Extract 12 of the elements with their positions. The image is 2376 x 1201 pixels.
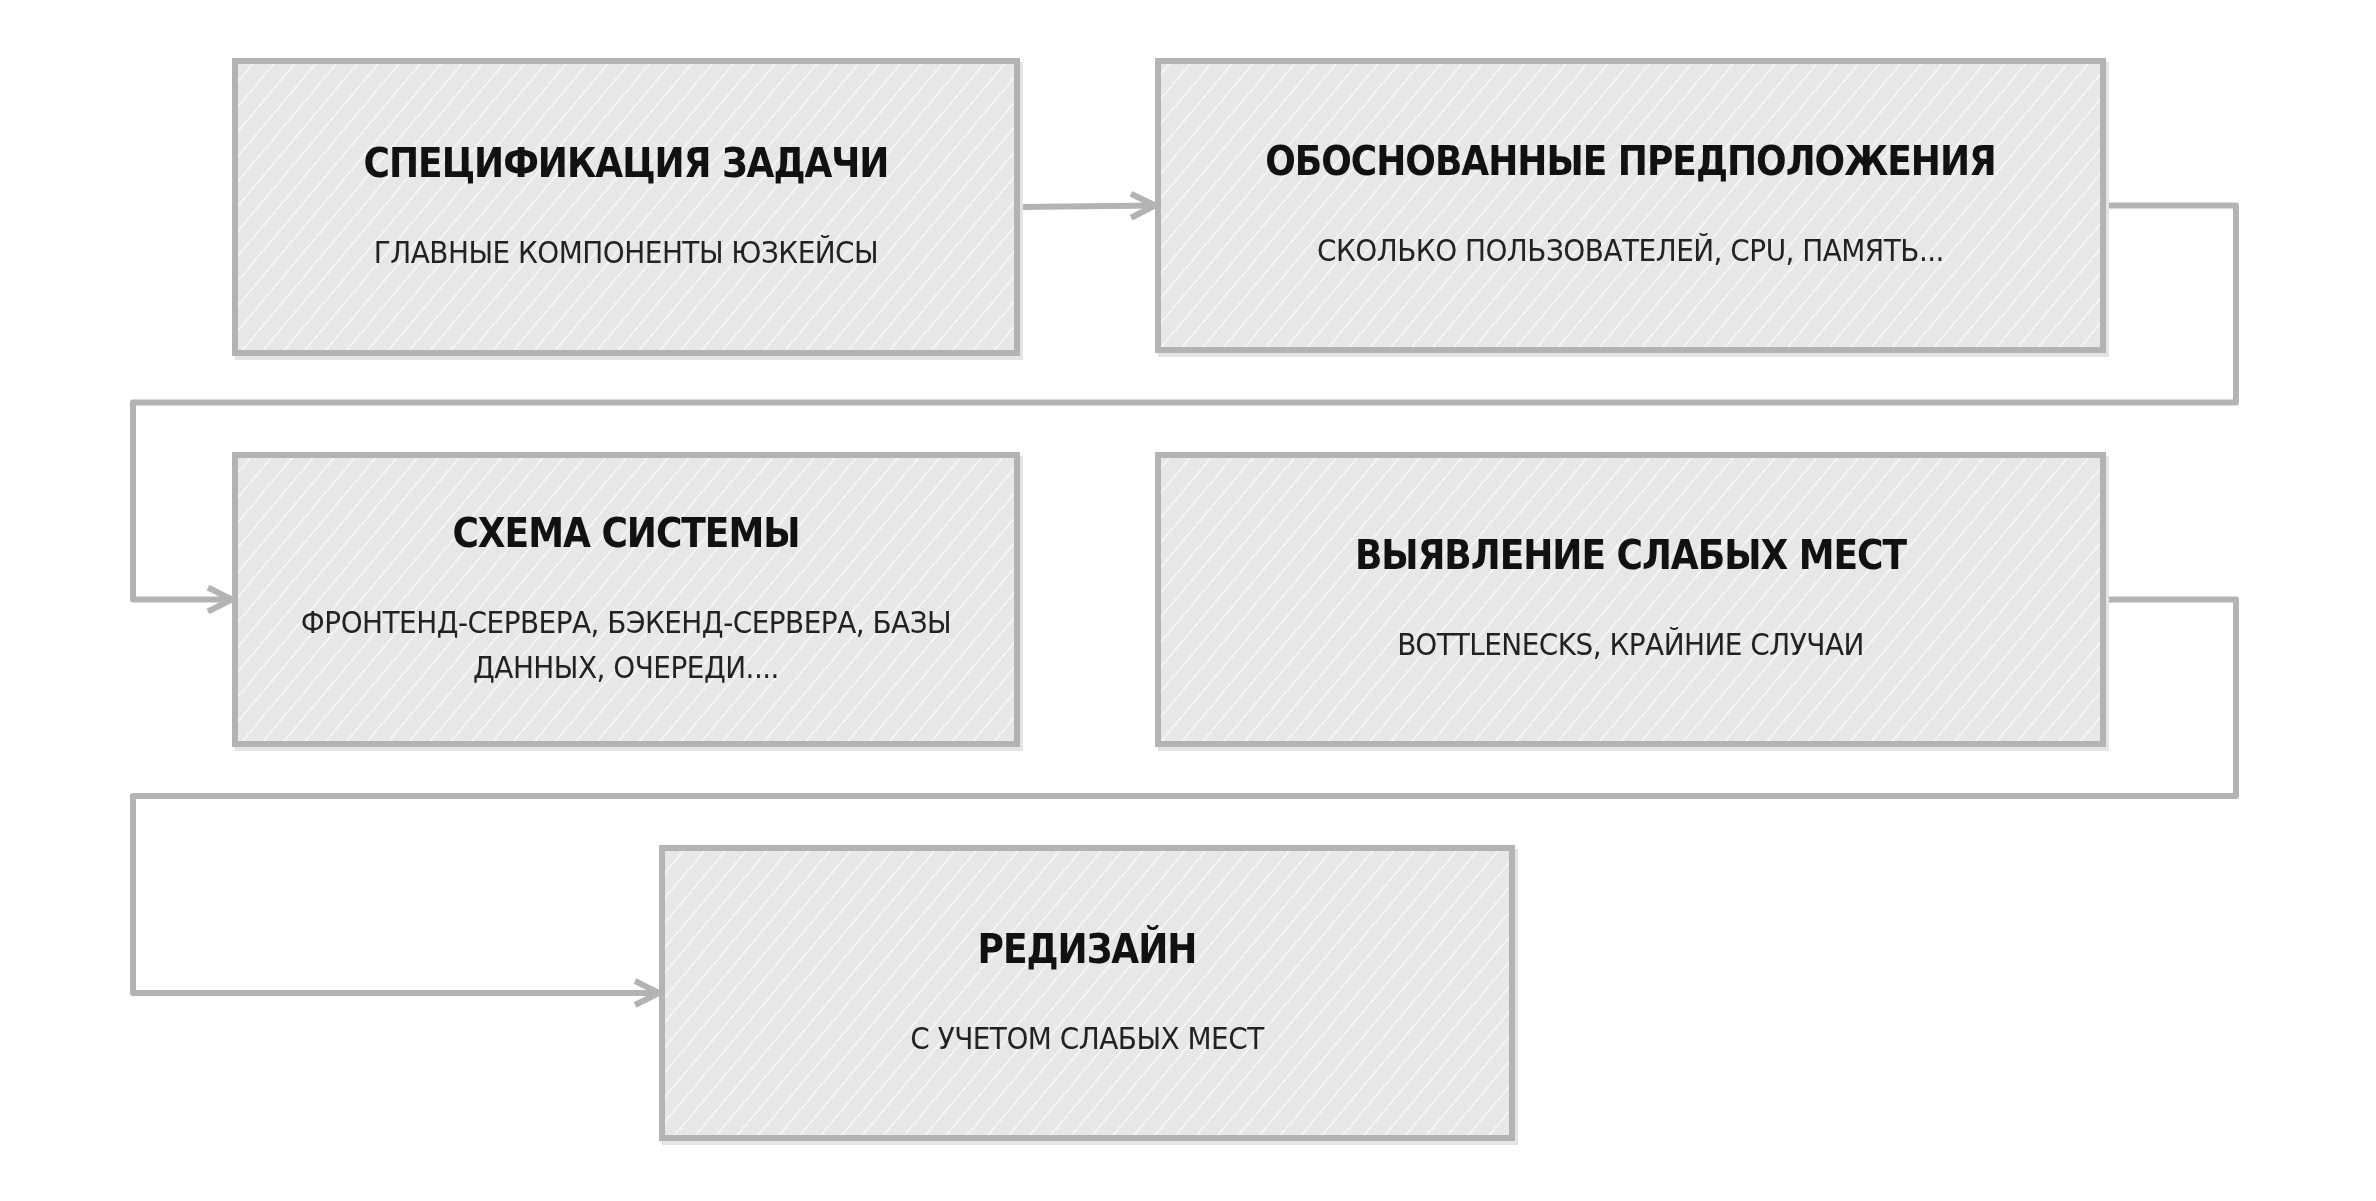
box-heading: СХЕМА СИСТЕМЫ — [452, 509, 800, 556]
box-description: СКОЛЬКО ПОЛЬЗОВАТЕЛЕЙ, CPU, ПАМЯТЬ... — [1316, 231, 1945, 271]
box-description: BOTTLENECKS, КРАЙНИЕ СЛУЧАИ — [1396, 625, 1865, 665]
arrow — [130, 202, 2239, 615]
box-heading: ВЫЯВЛЕНИЕ СЛАБЫХ МЕСТ — [1354, 532, 1907, 579]
box-description: ГЛАВНЫЕ КОМПОНЕНТЫ ЮЗКЕЙСЫ — [372, 232, 880, 272]
arrow — [130, 596, 2239, 1008]
box-heading: СПЕЦИФИКАЦИЯ ЗАДАЧИ — [363, 139, 889, 186]
box-description: ФРОНТЕНД-СЕРВЕРА, БЭКЕНД-СЕРВЕРА, БАЗЫ ДАННЫХ, ОЧЕРЕДИ.... — [299, 602, 953, 687]
box-heading: ОБОСНОВАННЫЕ ПРЕДПОЛОЖЕНИЯ — [1265, 138, 1996, 185]
box-heading: РЕДИЗАЙН — [977, 925, 1197, 972]
box-description: С УЧЕТОМ СЛАБЫХ МЕСТ — [909, 1018, 1266, 1058]
